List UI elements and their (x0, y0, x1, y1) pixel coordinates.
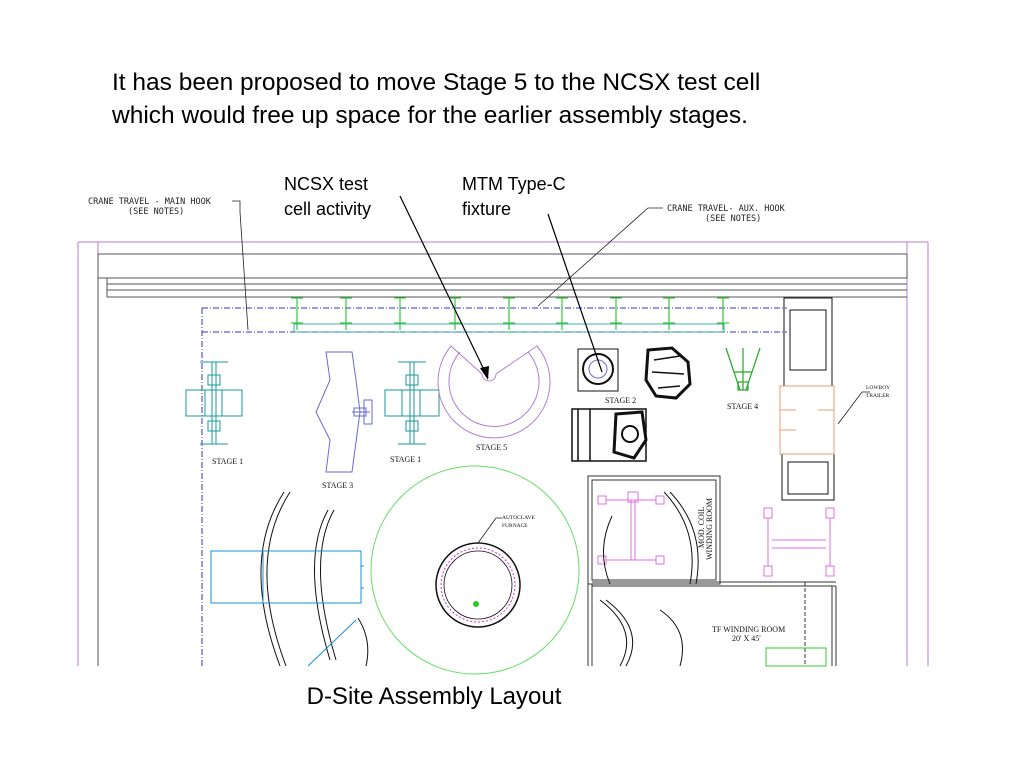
headline: It has been proposed to move Stage 5 to … (112, 66, 932, 132)
coil-arc-stack-left (260, 491, 369, 667)
callout-mtm-fixture: MTM Type-C fixture (462, 172, 566, 222)
crane-travel-envelope (201, 307, 787, 666)
headline-line-1: It has been proposed to move Stage 5 to … (112, 69, 761, 96)
callout-ncsx-line-2: cell activity (284, 199, 372, 219)
stage-1-right-label: STAGE 1 (390, 455, 421, 464)
ncsx-callout-arrow (480, 366, 489, 380)
tf-fixture (765, 647, 827, 667)
tf-room-label-1: TF WINDING ROOM (712, 625, 785, 634)
autoclave-label-2: FURNACE (502, 523, 528, 529)
autoclave-furnace (435, 542, 521, 628)
caption: D-Site Assembly Layout (306, 683, 562, 710)
crane-bridge (293, 323, 725, 333)
lowboy-label-1: LOWBOY (866, 385, 890, 391)
lowboy-trailer-bed (779, 385, 835, 455)
mod-coil-label-2: WINDING ROOM (705, 498, 714, 560)
coil-arc-stack-right (602, 491, 699, 585)
column-row (291, 297, 729, 330)
autoclave-travel-circle (370, 465, 580, 675)
mod-coil-fixture (597, 491, 665, 565)
stage-4-label: STAGE 4 (727, 402, 758, 411)
autoclave-marker (473, 601, 479, 607)
stage-2-base (571, 408, 648, 462)
tf-winding-room (587, 581, 837, 666)
ncsx-callout-leader (399, 195, 489, 379)
stage-4-fixture (725, 347, 761, 391)
stage-5-fixture (437, 345, 551, 439)
mod-coil-winding-room (587, 475, 721, 585)
crane-main-hook-label-2: (SEE NOTES) (128, 207, 184, 217)
assembly-table (210, 550, 364, 667)
stage-5-label: STAGE 5 (476, 443, 507, 452)
stage-3-label: STAGE 3 (322, 481, 353, 490)
callout-ncsx-line-1: NCSX test (284, 174, 369, 194)
lowboy-trailer (781, 297, 835, 501)
crane-rail-frame (97, 253, 908, 666)
magenta-fixture-right (763, 507, 835, 577)
stage-1-right-fixture (384, 361, 440, 445)
callout-ncsx-test-cell: NCSX test cell activity (284, 172, 371, 222)
stage-1-left-fixture (185, 361, 243, 445)
crane-aux-hook-label-2: (SEE NOTES) (705, 214, 761, 224)
mtm-callout-leader (547, 213, 603, 373)
headline-line-2: which would free up space for the earlie… (112, 102, 748, 129)
lowboy-label-2: TRAILER (866, 393, 890, 399)
crane-main-hook-label-1: CRANE TRAVEL - MAIN HOOK (88, 197, 212, 207)
tf-room-label-2: 20' X 45' (732, 634, 761, 643)
callout-mtm-line-1: MTM Type-C (462, 174, 566, 194)
callout-mtm-line-2: fixture (462, 199, 512, 219)
stage-2-fixture (577, 346, 692, 400)
stage-3-fixture (315, 351, 373, 473)
autoclave-label-1: AUTOCLAVE (502, 515, 535, 521)
stage-1-left-label: STAGE 1 (212, 457, 243, 466)
stage-2-label: STAGE 2 (605, 396, 636, 405)
crane-leaders (232, 200, 663, 331)
tf-coil-arcs (599, 599, 683, 667)
crane-aux-hook-label-1: CRANE TRAVEL- AUX. HOOK (667, 204, 786, 214)
mod-coil-label-1: MOD. COIL (697, 507, 706, 548)
